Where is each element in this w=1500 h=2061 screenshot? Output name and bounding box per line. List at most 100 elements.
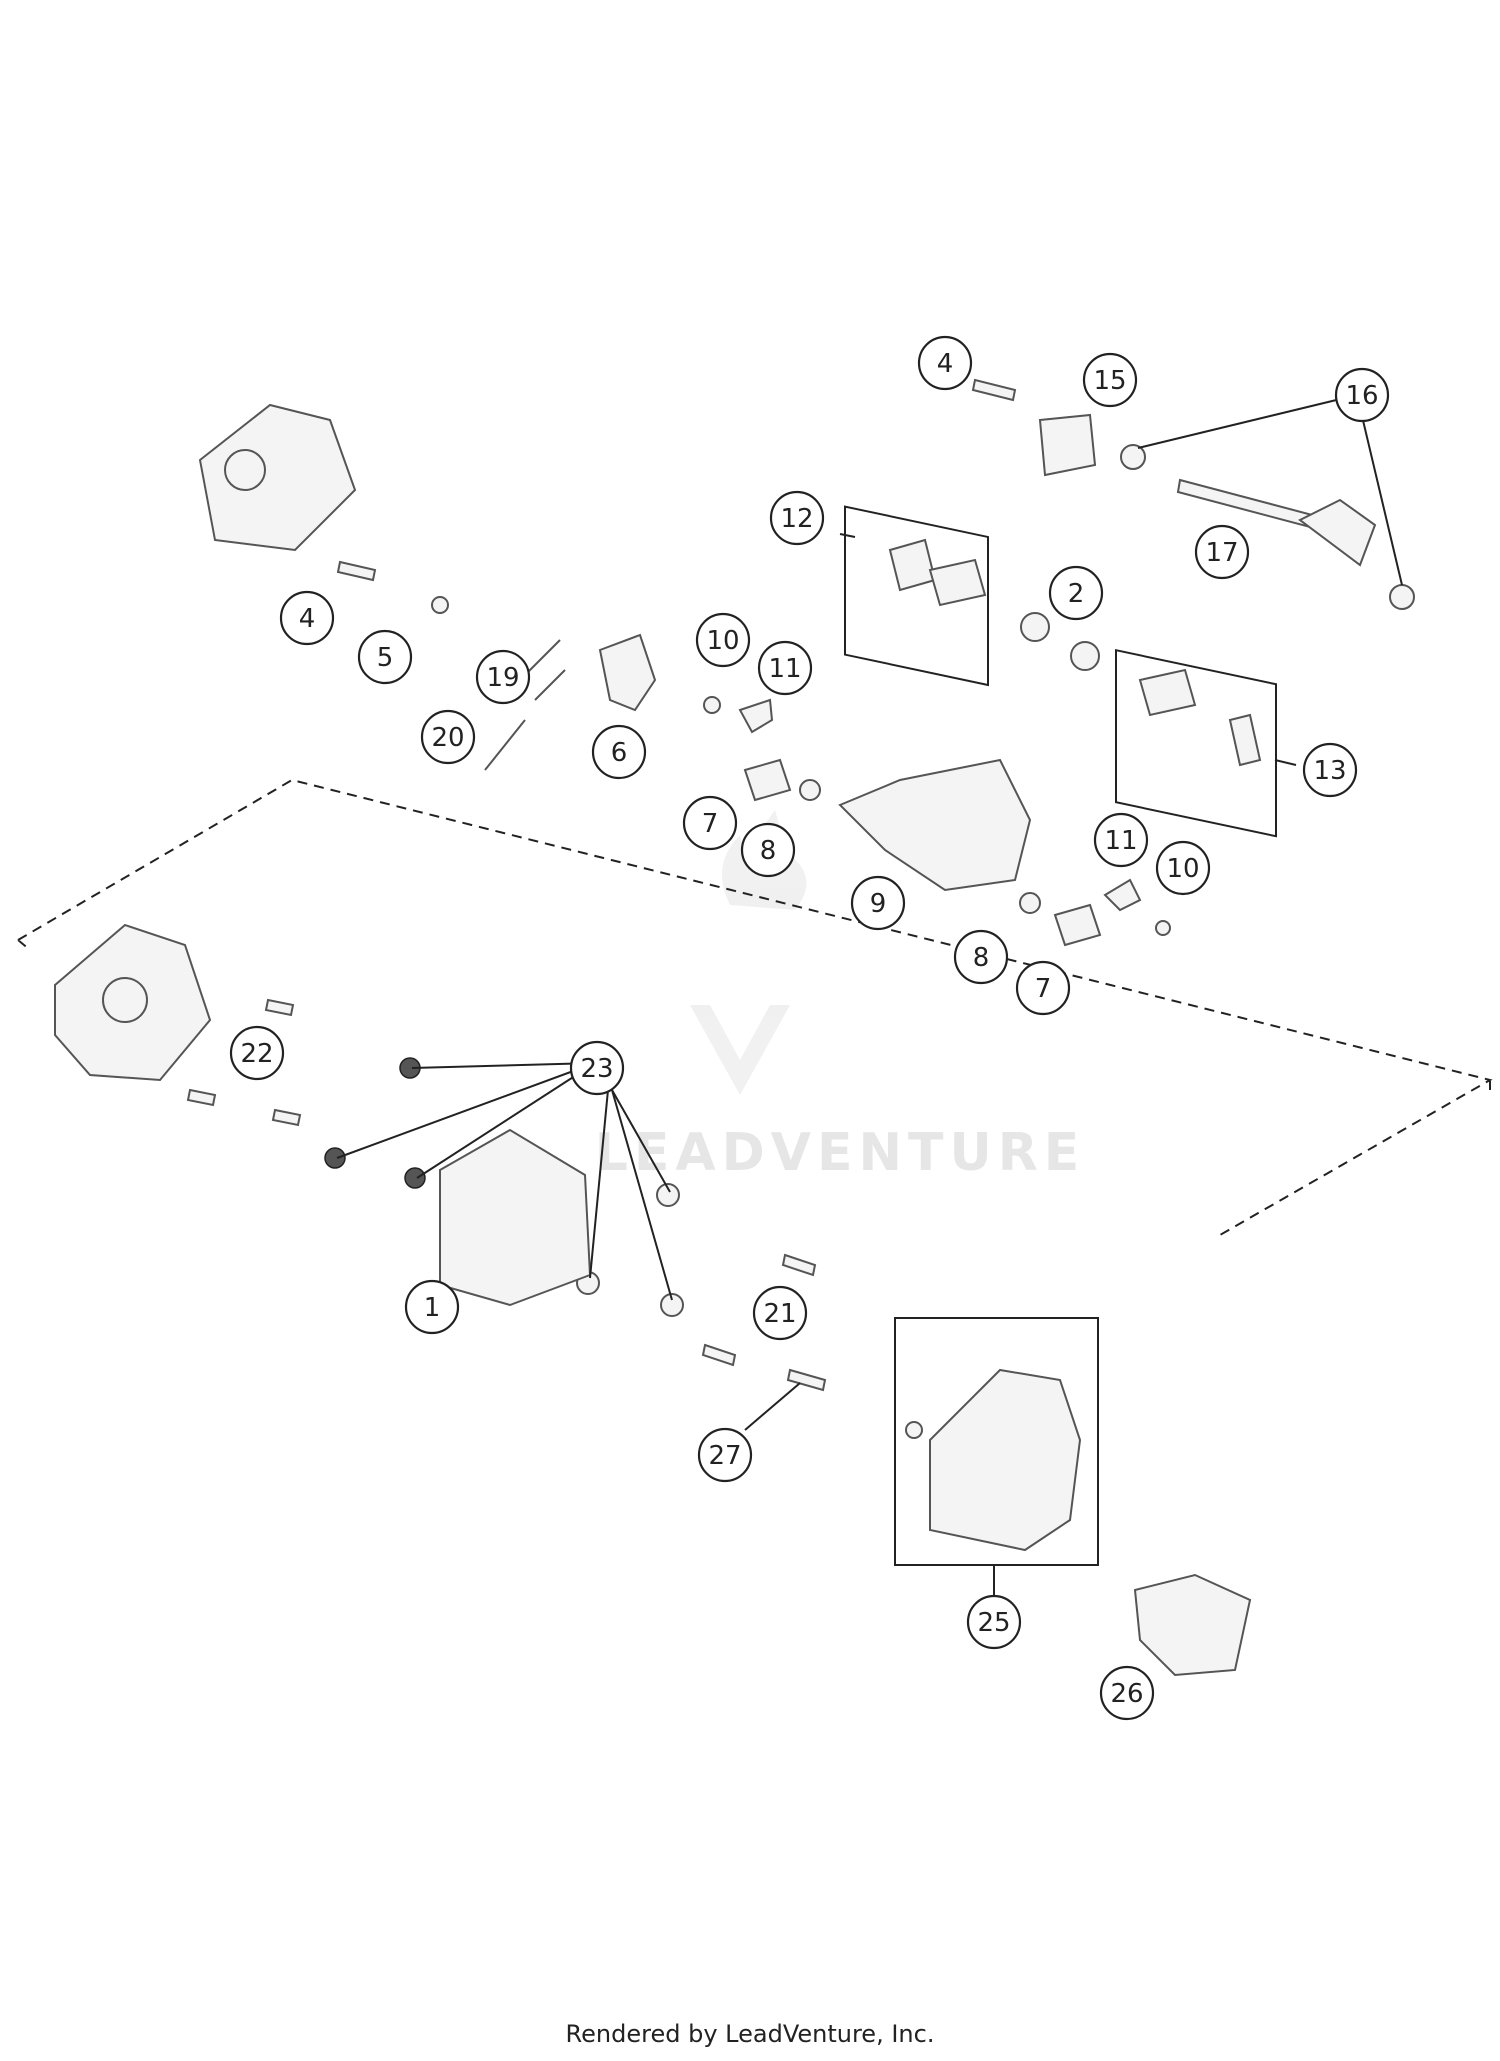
lever-part-6 xyxy=(598,633,657,712)
bolt-part-22-b xyxy=(186,1088,217,1107)
callout-circle xyxy=(279,590,335,646)
callout-circle xyxy=(752,1285,808,1341)
callout-circle xyxy=(1099,1665,1155,1721)
shift-part-15 xyxy=(1038,413,1097,477)
callout-circle xyxy=(569,1040,625,1096)
part-12-frame xyxy=(844,505,989,687)
ring-part-8-right xyxy=(1019,892,1041,914)
leader-lines xyxy=(336,394,1403,1600)
callout-circle xyxy=(697,1427,753,1483)
callout-4: 4 xyxy=(279,590,335,646)
callout-label: 22 xyxy=(240,1039,273,1069)
screw-part-10-left xyxy=(703,696,721,714)
gear-part-13 xyxy=(1228,713,1262,767)
callout-4: 4 xyxy=(917,335,973,391)
callout-circle xyxy=(1093,812,1149,868)
callout-10: 10 xyxy=(695,612,751,668)
gear-part-12 xyxy=(888,538,937,592)
callout-label: 4 xyxy=(299,604,316,634)
bolt-part-22-c xyxy=(271,1108,302,1127)
nut-part-23-b xyxy=(324,1147,346,1169)
callout-label: 12 xyxy=(780,504,813,534)
callout-label: 17 xyxy=(1205,538,1238,568)
callout-label: 20 xyxy=(431,723,464,753)
callout-8: 8 xyxy=(953,929,1009,985)
dashed-assembly-outline xyxy=(17,778,1493,1236)
callout-12: 12 xyxy=(769,490,825,546)
callout-6: 6 xyxy=(591,724,647,780)
callout-label: 9 xyxy=(870,889,887,919)
watermark-text: LEADVENTURE xyxy=(595,1123,1086,1183)
callout-circle xyxy=(1155,840,1211,896)
callout-circle xyxy=(1015,960,1071,1016)
callout-label: 7 xyxy=(702,809,719,839)
callout-7: 7 xyxy=(1015,960,1071,1016)
callout-19: 19 xyxy=(475,649,531,705)
callout-label: 15 xyxy=(1093,366,1126,396)
bushing-part-16-bottom xyxy=(1389,584,1415,610)
callout-11: 11 xyxy=(757,640,813,696)
callout-circle xyxy=(1194,524,1250,580)
callout-circle xyxy=(850,875,906,931)
cover-part-top-left xyxy=(198,403,357,552)
bolt-part-27 xyxy=(786,1368,827,1392)
callout-label: 16 xyxy=(1345,381,1378,411)
nut-part-23-f xyxy=(660,1293,684,1317)
callout-label: 6 xyxy=(611,738,628,768)
plate-part-11-right xyxy=(1103,878,1142,912)
callout-label: 23 xyxy=(580,1054,613,1084)
callout-17: 17 xyxy=(1194,524,1250,580)
callout-label: 8 xyxy=(973,943,990,973)
callout-15: 15 xyxy=(1082,352,1138,408)
callout-9: 9 xyxy=(850,875,906,931)
plate-part-11-left xyxy=(738,698,774,734)
callout-10: 10 xyxy=(1155,840,1211,896)
washer-part-5 xyxy=(431,596,449,614)
bolt-part-21-a xyxy=(781,1253,817,1277)
callout-11: 11 xyxy=(1093,812,1149,868)
callout-circle xyxy=(475,649,531,705)
screw-part-10-right xyxy=(1155,920,1171,936)
ring-part-2-top xyxy=(1020,612,1050,642)
cover-part-lower-left xyxy=(54,923,212,1082)
ring-part-8-left xyxy=(799,779,821,801)
callout-label: 27 xyxy=(708,1441,741,1471)
callout-5: 5 xyxy=(357,629,413,685)
callout-label: 10 xyxy=(706,626,739,656)
callout-label: 13 xyxy=(1313,756,1346,786)
callout-circle xyxy=(591,724,647,780)
callout-27: 27 xyxy=(697,1427,753,1483)
callout-label: 1 xyxy=(424,1293,441,1323)
callout-circle xyxy=(917,335,973,391)
callout-21: 21 xyxy=(752,1285,808,1341)
nut-part-23-d xyxy=(656,1183,680,1207)
callout-circle xyxy=(757,640,813,696)
bushing-part-7-left xyxy=(743,758,792,802)
callout-circle xyxy=(740,822,796,878)
callout-26: 26 xyxy=(1099,1665,1155,1721)
bolt-part-4-left xyxy=(336,560,377,582)
bolt-part-22-a xyxy=(264,998,295,1017)
callout-circle xyxy=(769,490,825,546)
guard-part-25 xyxy=(929,1368,1082,1552)
callout-circle xyxy=(1334,367,1390,423)
callout-1: 1 xyxy=(404,1279,460,1335)
bushing-part-7-right xyxy=(1053,903,1102,947)
callout-circle xyxy=(229,1025,285,1081)
callout-22: 22 xyxy=(229,1025,285,1081)
callout-label: 25 xyxy=(977,1608,1010,1638)
callout-label: 2 xyxy=(1068,579,1085,609)
callout-16: 16 xyxy=(1334,367,1390,423)
bolt-part-21-b xyxy=(701,1343,737,1367)
callout-circle xyxy=(1048,565,1104,621)
callout-label: 19 xyxy=(486,663,519,693)
callout-circle xyxy=(966,1594,1022,1650)
callout-label: 8 xyxy=(760,836,777,866)
grommet-part-25 xyxy=(905,1421,923,1439)
callout-circle xyxy=(695,612,751,668)
callout-circle xyxy=(1302,742,1358,798)
callout-25: 25 xyxy=(966,1594,1022,1650)
bolt-part-4-right xyxy=(971,378,1017,402)
part-25-frame xyxy=(894,1317,1099,1566)
footer-credit: Rendered by LeadVenture, Inc. xyxy=(565,2020,935,2048)
